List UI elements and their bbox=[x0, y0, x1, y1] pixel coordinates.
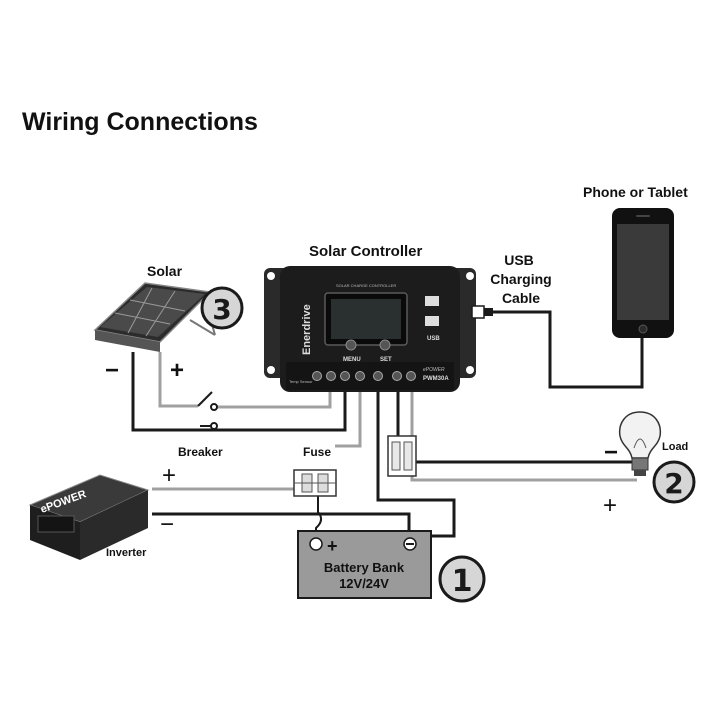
wire-breaker-controller bbox=[214, 392, 332, 409]
usb-label-line2: Charging bbox=[490, 271, 551, 287]
solar-plus-sign: + bbox=[170, 357, 184, 384]
controller-epower-text: ePOWER bbox=[423, 367, 445, 373]
step-2-badge: 2 bbox=[652, 460, 696, 504]
inverter-device: ePOWER bbox=[28, 474, 150, 560]
solar-label: Solar bbox=[147, 263, 183, 279]
wire-battery-negative-controller bbox=[376, 392, 456, 538]
fuse-label: Fuse bbox=[303, 445, 331, 459]
step-3-number: 3 bbox=[212, 293, 231, 326]
wire-solar-negative bbox=[131, 352, 347, 432]
solar-minus-sign: − bbox=[105, 357, 119, 384]
controller-header-text: SOLAR CHARGE CONTROLLER bbox=[336, 283, 396, 288]
controller-menu-label: MENU bbox=[343, 357, 361, 363]
battery-bank: + Battery Bank 12V/24V bbox=[297, 530, 432, 599]
breaker-label: Breaker bbox=[178, 445, 223, 459]
wire-battery-positive-controller bbox=[335, 392, 362, 448]
breaker-switch bbox=[197, 391, 218, 430]
controller-model-text: PWM30A bbox=[423, 376, 449, 382]
load-minus-sign: − bbox=[604, 439, 618, 466]
battery-plus-sign: + bbox=[327, 536, 338, 556]
fuse-block bbox=[293, 469, 337, 497]
step-3-badge: 3 bbox=[200, 286, 244, 330]
phone-device bbox=[612, 208, 674, 338]
controller-terminals bbox=[312, 371, 416, 381]
step-1-badge: 1 bbox=[438, 555, 486, 603]
solar-controller-device: SOLAR CHARGE CONTROLLER Enerdrive MENU S… bbox=[264, 266, 476, 392]
step-1-number: 1 bbox=[452, 564, 473, 599]
solar-panel bbox=[93, 282, 216, 352]
controller-temp-sensor-text: Temp Sensor bbox=[289, 379, 313, 384]
step-2-number: 2 bbox=[664, 467, 683, 500]
solar-controller-label: Solar Controller bbox=[309, 243, 423, 260]
controller-set-label: SET bbox=[380, 357, 392, 363]
page-title: Wiring Connections bbox=[22, 108, 258, 136]
wire-fuse-battery bbox=[315, 495, 322, 540]
battery-label-line1: Battery Bank bbox=[324, 560, 405, 575]
battery-positive-terminal bbox=[309, 537, 323, 551]
breaker-plus-sign: + bbox=[162, 462, 176, 489]
wire-load-negative bbox=[396, 392, 634, 464]
controller-brand-text: Enerdrive bbox=[301, 304, 313, 355]
load-plus-sign: + bbox=[603, 492, 617, 519]
inverter-label: Inverter bbox=[106, 547, 147, 559]
wire-usb-cable bbox=[492, 310, 644, 389]
controller-usb-label: USB bbox=[427, 336, 440, 342]
battery-label-line2: 12V/24V bbox=[339, 576, 389, 591]
usb-label-line1: USB bbox=[504, 252, 534, 268]
wire-solar-positive bbox=[158, 352, 198, 408]
usb-plug bbox=[471, 305, 493, 319]
usb-label-line3: Cable bbox=[502, 290, 540, 306]
wire-load-positive bbox=[410, 392, 637, 482]
light-bulb bbox=[618, 411, 662, 476]
load-relay bbox=[387, 435, 417, 477]
inverter-minus-sign: − bbox=[160, 511, 174, 538]
load-label: Load bbox=[662, 441, 688, 453]
phone-label: Phone or Tablet bbox=[583, 184, 688, 200]
